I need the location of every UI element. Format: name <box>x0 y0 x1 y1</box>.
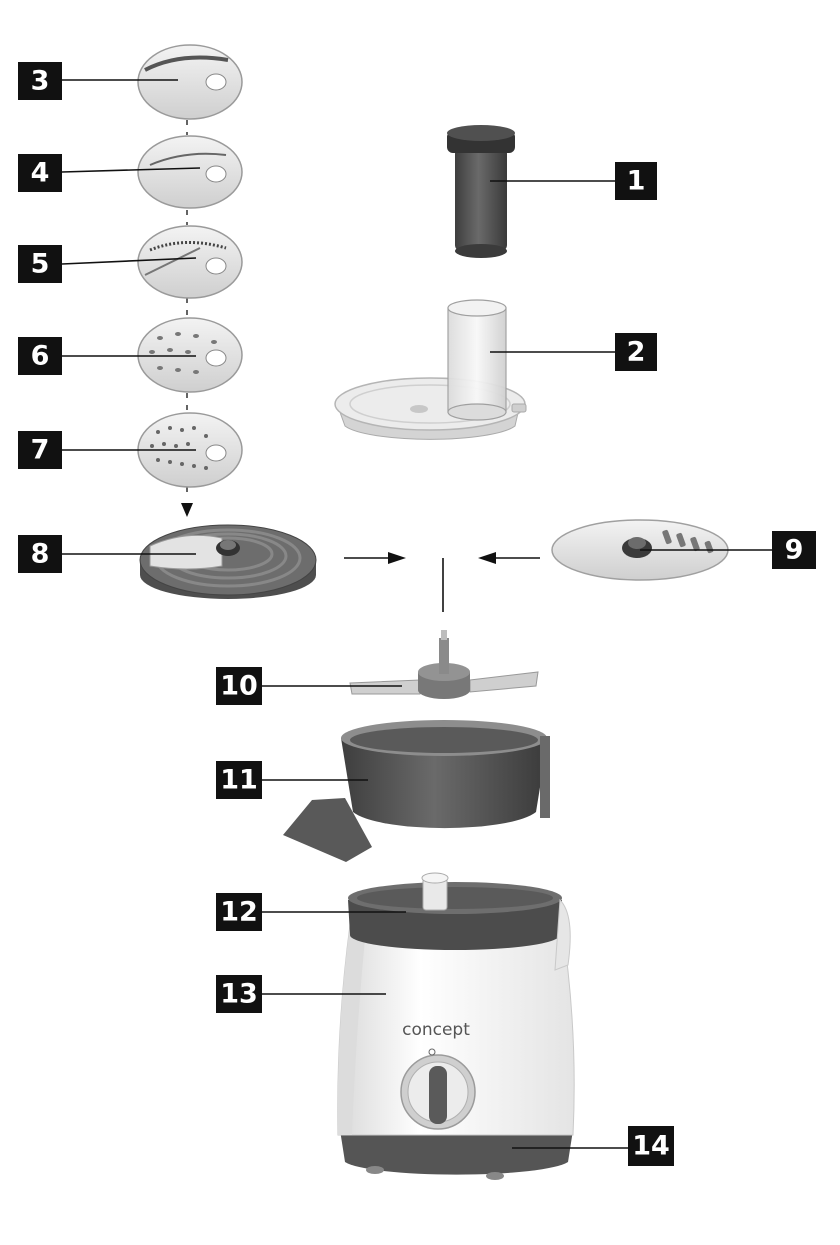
part-label-7: 7 <box>18 431 62 469</box>
brand-logo: concept <box>402 1020 470 1040</box>
svg-text:13: 13 <box>220 979 258 1010</box>
julienne-disc <box>137 225 243 299</box>
motor-base: concept <box>337 872 575 1180</box>
part-label-6: 6 <box>18 337 62 375</box>
svg-text:11: 11 <box>220 765 258 796</box>
part-label-4: 4 <box>18 154 62 192</box>
svg-text:2: 2 <box>627 337 646 368</box>
svg-text:10: 10 <box>220 671 258 702</box>
processing-bowl <box>283 720 550 862</box>
part-label-3: 3 <box>18 62 62 100</box>
slicing-disc-thin <box>137 44 243 120</box>
svg-text:5: 5 <box>31 249 50 280</box>
speed-control-knob[interactable] <box>400 1048 476 1130</box>
leader-line-5 <box>61 257 197 265</box>
svg-text:4: 4 <box>31 158 50 189</box>
base-ring <box>340 1130 573 1175</box>
part-label-8: 8 <box>18 535 62 573</box>
arrow-right-icon <box>388 552 406 564</box>
disc-holder <box>139 524 317 599</box>
food-pusher <box>447 125 515 258</box>
part-label-13: 13 <box>216 975 262 1013</box>
part-label-10: 10 <box>216 667 262 705</box>
svg-text:9: 9 <box>785 535 804 566</box>
part-label-12: 12 <box>216 893 262 931</box>
part-label-9: 9 <box>772 531 816 569</box>
slicing-disc-thick <box>137 135 243 209</box>
part-label-2: 2 <box>615 333 657 371</box>
part-label-14: 14 <box>628 1126 674 1166</box>
svg-text:14: 14 <box>632 1131 670 1162</box>
svg-text:6: 6 <box>31 341 50 372</box>
part-label-1: 1 <box>615 162 657 200</box>
arrow-left-icon <box>478 552 496 564</box>
svg-text:12: 12 <box>220 897 258 928</box>
leader-line-4 <box>61 167 201 173</box>
svg-text:7: 7 <box>31 435 50 466</box>
svg-text:1: 1 <box>627 166 646 197</box>
part-label-5: 5 <box>18 245 62 283</box>
arrow-down-icon <box>181 503 193 517</box>
svg-text:8: 8 <box>31 539 50 570</box>
bowl-lid-with-feed-tube <box>334 299 527 440</box>
svg-text:3: 3 <box>31 66 50 97</box>
part-label-11: 11 <box>216 761 262 799</box>
chopping-blade <box>349 630 539 699</box>
coarse-grating-disc <box>137 317 243 393</box>
